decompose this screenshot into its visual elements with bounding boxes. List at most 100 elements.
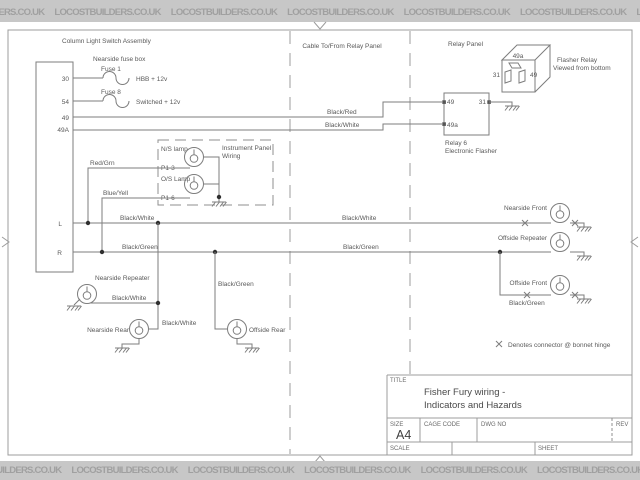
watermark-bar-top: LOCOSTBUILDERS.CO.UK LOCOSTBUILDERS.CO.U…: [0, 0, 640, 22]
fuse1-label: Fuse 1: [101, 66, 121, 73]
wire-left-drop: [149, 223, 159, 330]
wire-relay-31-ground: [489, 101, 513, 106]
watermark-text: LOCOSTBUILDERS.CO.UK: [287, 7, 394, 18]
watermark-bar-bottom: LOCOSTBUILDERS.CO.UK LOCOSTBUILDERS.CO.U…: [0, 461, 640, 480]
locostbuilders-logo-icon: [0, 461, 5, 463]
wire-label-black-white-cable: Black/White: [325, 122, 360, 129]
watermark-item: LOCOSTBUILDERS.CO.UK: [170, 0, 278, 20]
wire-offside-rear-ground-lead: [236, 338, 253, 348]
junction-dot: [85, 220, 91, 226]
title-block: TITLE Fisher Fury wiring - Indicators an…: [386, 374, 632, 455]
offside-rear-lamp-icon: [227, 319, 247, 339]
centering-mark-right: [630, 236, 639, 248]
ground-symbol-relay31: [504, 105, 520, 111]
panel-feed-wires: Red/Grn Blue/Yell: [87, 160, 190, 252]
locostbuilders-logo-icon: [198, 461, 238, 463]
flasher-slot-49: [518, 69, 526, 84]
nearside-rear-lamp-icon: [129, 319, 149, 339]
wire-red-grn: [87, 167, 190, 223]
watermark-text: LOCOSTBUILDERS.CO.UK: [170, 7, 278, 18]
watermark-item: LOCOSTBUILDERS.CO.UK: [537, 461, 640, 478]
ground-symbol-panel: [211, 201, 227, 207]
relay-panel: Relay Panel 49a 31 49 Flasher Relay View…: [442, 41, 611, 155]
flasher-relay-3d: 49a 31 49 Flasher Relay Viewed from bott…: [493, 44, 611, 93]
wire-label-black-white-L1: Black/White: [120, 215, 155, 222]
offside-repeater-lamp-icon: [550, 232, 570, 252]
watermark-item: LOCOSTBUILDERS.CO.UK: [519, 0, 627, 20]
sheet-label: SHEET: [538, 446, 558, 452]
relay-6-electronic-flasher: 49 31 49a Relay 6 Electronic Flasher: [442, 92, 520, 155]
connector-x-icon: [495, 340, 503, 348]
junction-dot: [99, 249, 105, 255]
centering-mark-left: [1, 236, 10, 248]
offside-front-lamp-icon: [550, 275, 570, 295]
drawing-title-line2: Indicators and Hazards: [424, 400, 522, 411]
nearside-front-lamp-icon: [550, 203, 570, 223]
ns-panel-lamp-icon: [184, 147, 204, 167]
wire-offside-front-drop: [499, 252, 551, 296]
ground-symbol-offside-repeater: [576, 255, 592, 261]
nearside-lamps: Nearside Repeater Black/White Black/Whit…: [66, 223, 197, 353]
flasher-terminal-31: 31: [493, 72, 501, 79]
watermark-text: LOCOSTBUILDERS.CO.UK: [0, 465, 62, 476]
fusebox-label: Nearside fuse box: [93, 56, 146, 63]
relay6-terminal-49: 49: [447, 99, 455, 106]
junction-dot: [216, 194, 222, 200]
front-lamps: Nearside Front Offside Repeater Offside …: [498, 203, 592, 307]
terminal-54: 54: [62, 99, 70, 106]
drawing-frame: [1, 21, 639, 463]
column-switch-box: [35, 61, 74, 273]
ns-lamp-label: N/S lamp: [161, 146, 188, 153]
wire-repeater-ground-lead: [73, 298, 81, 306]
indicator-main-runs: Black/White Black/White Black/Green Blac…: [73, 215, 551, 255]
watermark-item: LOCOSTBUILDERS.CO.UK: [188, 461, 295, 478]
watermark-text: LOCOSTBUILDERS.CO.UK: [0, 7, 45, 18]
flasher-slot-49a: [508, 62, 522, 69]
wire-label-black-white-vert: Black/White: [162, 320, 197, 327]
nearside-front-label: Nearside Front: [504, 205, 547, 212]
wire-nearside-rear-ground-lead: [121, 338, 140, 348]
size-label: SIZE: [390, 422, 403, 428]
watermark-row: LOCOSTBUILDERS.CO.UK LOCOSTBUILDERS.CO.U…: [0, 0, 640, 20]
dwg-no-label: DWG NO: [481, 422, 507, 428]
ground-symbol-nearside-rear: [114, 347, 130, 353]
flasher-caption-2: Viewed from bottom: [553, 65, 611, 72]
instrument-panel: Instrument Panel Wiring N/S lamp P1-3 O/…: [157, 139, 274, 207]
fuse8-symbol: [102, 94, 130, 108]
terminal-R: R: [57, 250, 62, 257]
watermark-item: LOCOSTBUILDERS.CO.UK: [0, 0, 45, 20]
instrument-panel-caption-1: Instrument Panel: [222, 145, 272, 152]
relay6-caption-2: Electronic Flasher: [445, 148, 498, 155]
flasher-terminal-49: 49: [530, 72, 538, 79]
wire-label-black-green-front: Black/Green: [509, 300, 545, 307]
ground-symbol-nearside-front: [576, 226, 592, 232]
locostbuilders-logo-icon: [81, 461, 121, 463]
flasher-caption-1: Flasher Relay: [557, 57, 598, 64]
wire-label-black-green-vert: Black/Green: [218, 281, 254, 288]
watermark-text: LOCOSTBUILDERS.CO.UK: [54, 7, 161, 18]
scale-label: SCALE: [390, 446, 410, 452]
connector-note-text: Denotes connector @ bonnet hinge: [508, 342, 611, 349]
fuse8-label: Fuse 8: [101, 89, 121, 96]
relay6-terminal-mark-49a: [442, 122, 446, 126]
flasher-terminal-49a: 49a: [513, 53, 524, 60]
watermark-text: LOCOSTBUILDERS.CO.UK: [536, 465, 640, 476]
wire-label-black-white-L2: Black/White: [342, 215, 377, 222]
os-panel-lamp-icon: [184, 174, 204, 194]
wire-49a-black-white: [73, 123, 442, 131]
column-light-switch-assembly: Column Light Switch Assembly 30 54 49 49…: [35, 38, 152, 273]
wire-offside-repeater-ground-lead: [570, 251, 585, 256]
terminal-49A: 49A: [57, 127, 69, 134]
relay6-terminal-31: 31: [479, 99, 487, 106]
watermark-text: LOCOSTBUILDERS.CO.UK: [636, 7, 640, 18]
watermark-item: LOCOSTBUILDERS.CO.UK: [54, 0, 161, 20]
locostbuilders-logo-icon: [314, 461, 354, 463]
wire-offside-rear-drop: [214, 252, 228, 330]
watermark-text: LOCOSTBUILDERS.CO.UK: [420, 465, 528, 476]
watermark-text: LOCOSTBUILDERS.CO.UK: [519, 7, 627, 18]
rev-label: REV: [616, 422, 628, 428]
relay6-terminal-mark-49: [442, 100, 446, 104]
offside-rear-label: Offside Rear: [249, 327, 286, 334]
